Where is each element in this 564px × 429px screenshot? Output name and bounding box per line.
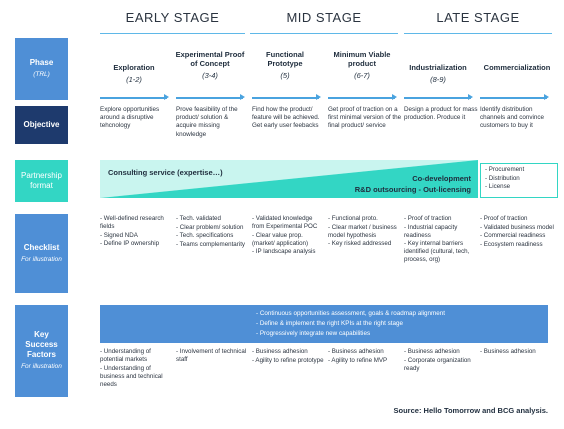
checklist-label-text: Checklist [23,242,60,252]
ksf-banner-item: - Progressively integrate new capabiliti… [256,329,371,337]
checklist-mvp: - Functional proto. - Clear market / bus… [328,215,402,249]
partnership-rnd: R&D outsourcing - Out-licensing [354,185,471,194]
checklist-item: - Proof of traction [404,215,452,222]
ksf-label-sub: For illustration [21,363,62,371]
phase-arrow-1 [100,94,169,100]
phase-experimental-poc: Experimental Proof of Concept(3-4) [175,50,245,80]
ksf-item: - Business adhesion [404,348,460,355]
ksf-item: - Business adhesion [252,348,308,355]
codev-wedge [100,160,478,198]
checklist-item: - Tech. validated [176,215,221,222]
ksf-industrialization: - Business adhesion - Corporate organiza… [404,348,478,373]
phase-arrow-5 [404,94,473,100]
partnership-late-item: - Distribution [485,174,520,182]
partnership-band [100,160,478,198]
checklist-item: - Key risked addressed [328,240,392,248]
ksf-item: - Business adhesion [328,348,384,355]
ksf-experimental-poc: - Involvement of technical staff [176,348,250,365]
row-label-ksf: Key Success Factors For illustration [15,305,68,397]
phase-arrow-3 [252,94,321,100]
checklist-item: - Functional proto. [328,215,378,222]
checklist-item: - Clear value prop. (market/ application… [252,231,309,247]
row-label-phase: Phase (TRL) [15,38,68,100]
checklist-item: - Industrial capacity readiness [404,223,458,239]
checklist-functional-prototype: - Validated knowledge from Experimental … [252,215,326,257]
stage-header-late: LATE STAGE [436,10,520,25]
checklist-item: - Key internal barriers identified (cult… [404,240,470,264]
checklist-commercialization: - Proof of traction - Validated business… [480,215,558,249]
objective-industrialization: Design a product for mass production. Pr… [404,106,478,122]
checklist-item: - Tech. specifications [176,232,234,240]
ksf-item: - Business adhesion [480,348,536,355]
objective-mvp: Get proof of traction on a first minimal… [328,106,402,130]
objective-commercialization: Identify distribution channels and convi… [480,106,545,130]
ksf-item: - Corporate organization ready [404,356,471,372]
row-label-partnership: Partnership format [15,160,68,202]
checklist-exploration: - Well-defined research fields - Signed … [100,215,174,249]
stage-header-early: EARLY STAGE [125,10,220,25]
ksf-commercialization: - Business adhesion [480,348,558,357]
ksf-exploration: - Understanding of potential markets - U… [100,348,174,389]
stage-divider-late [404,33,552,34]
stage-divider-mid [250,33,398,34]
row-label-checklist: Checklist For illustration [15,214,68,293]
phase-arrow-6 [480,94,549,100]
ksf-item: - Agility to refine MVP [328,356,388,364]
ksf-label-text: Key Success Factors [25,330,58,360]
checklist-item: - Commercial readiness [480,232,546,240]
checklist-item: - Well-defined research fields [100,215,164,231]
phase-arrow-4 [328,94,397,100]
partnership-codev: Co-development [412,174,471,183]
checklist-item: - IP landscape analysis [252,248,316,256]
checklist-item: - Define IP ownership [100,240,160,248]
partnership-label-text: Partnership format [21,171,62,190]
checklist-item: - Proof of traction [480,215,528,222]
partnership-late-item: - License [485,183,511,191]
stage-header-mid: MID STAGE [286,10,362,25]
ksf-banner: - Continuous opportunities assessment, g… [100,305,548,343]
checklist-item: - Teams complementarity [176,240,246,248]
ksf-banner-item: - Continuous opportunities assessment, g… [256,310,446,317]
ksf-item: - Understanding of potential markets [100,348,151,364]
checklist-item: - Signed NDA [100,231,138,239]
row-label-objective: Objective [15,106,68,144]
phase-label-text: Phase [29,58,54,68]
checklist-experimental-poc: - Tech. validated - Clear problem/ solut… [176,215,250,249]
ksf-banner-item: - Define & implement the right KPIs at t… [256,319,403,327]
partnership-consulting: Consulting service (expertise…) [108,168,223,177]
ksf-item: - Agility to refine prototype [252,356,324,364]
checklist-industrialization: - Proof of traction - Industrial capacit… [404,215,478,265]
ksf-item: - Understanding of business and technica… [100,364,163,388]
phase-industrialization: Industrialization(8-9) [409,63,467,84]
ksf-mvp: - Business adhesion - Agility to refine … [328,348,404,365]
ksf-functional-prototype: - Business adhesion - Agility to refine … [252,348,326,365]
objective-functional-prototype: Find how the product/ feature will be ac… [252,106,320,130]
partnership-late-item: - Procurement [485,166,525,173]
partnership-late-list: - Procurement - Distribution - License [480,163,558,198]
phase-exploration: Exploration(1-2) [113,63,155,84]
checklist-item: - Ecosystem readiness [480,240,543,248]
source-note: Source: Hello Tomorrow and BCG analysis. [393,406,548,415]
checklist-item: - Clear problem/ solution [176,223,244,231]
phase-arrow-2 [176,94,245,100]
ksf-item: - Involvement of technical staff [176,348,247,364]
phase-commercialization: Commercialization [483,63,551,72]
objective-experimental-poc: Prove feasibility of the product/ soluti… [176,106,238,138]
phase-label-sub: (TRL) [33,71,50,79]
checklist-label-sub: For illustration [21,255,62,263]
objective-label-text: Objective [23,120,60,129]
objective-exploration: Explore opportunities around a disruptiv… [100,106,160,130]
checklist-item: - Validated knowledge from Experimental … [252,215,318,231]
phase-mvp: Minimum Viable product(6-7) [333,50,391,80]
checklist-item: - Clear market / business model hypothes… [328,223,397,239]
stage-divider-early [100,33,245,34]
phase-functional-prototype: Functional Prototype(5) [266,50,304,80]
checklist-item: - Validated business model [480,223,554,231]
